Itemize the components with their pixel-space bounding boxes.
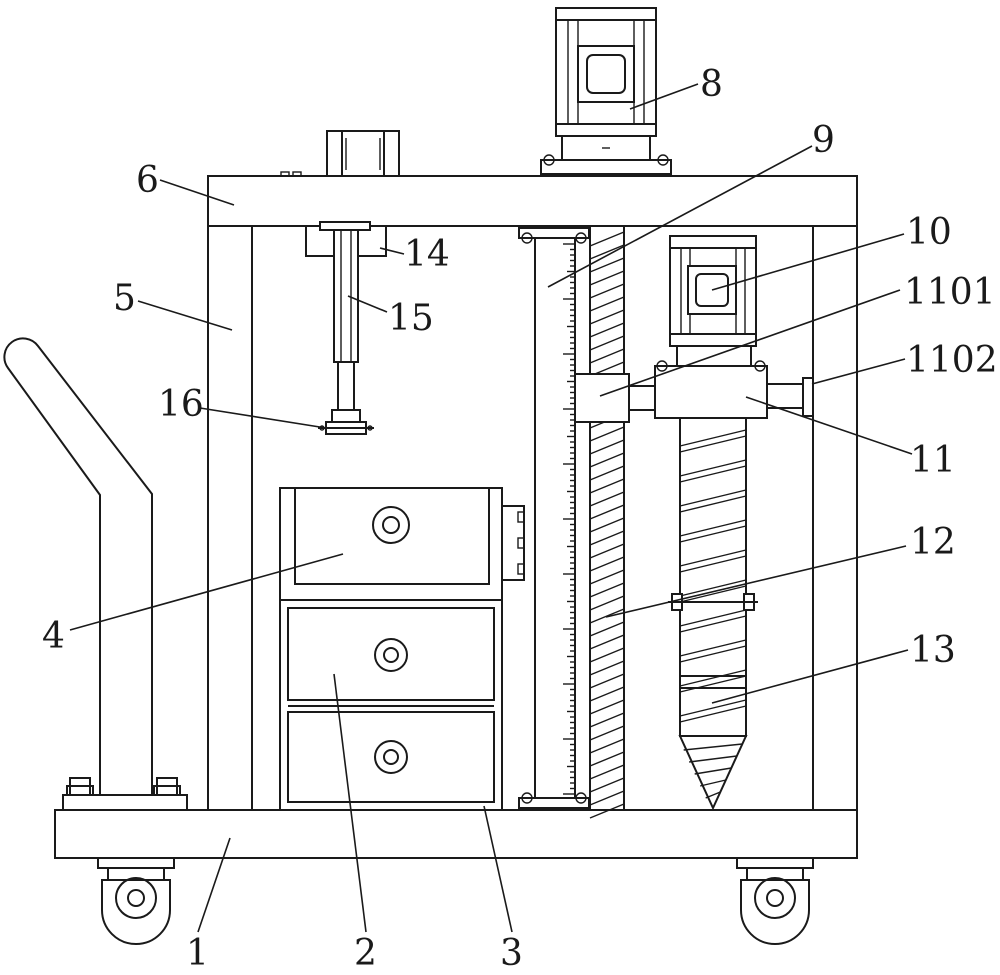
guide-rail — [519, 228, 589, 808]
base-plate — [55, 810, 857, 858]
label-1101: 1101 — [904, 272, 996, 313]
cylinder-assembly — [306, 222, 386, 434]
left-wheel — [98, 858, 174, 944]
label-10: 10 — [906, 212, 952, 253]
storage-cabinet — [280, 488, 524, 810]
top-beam — [208, 172, 857, 226]
label-6: 6 — [136, 160, 159, 201]
label-12: 12 — [910, 522, 956, 563]
label-8: 8 — [700, 64, 723, 105]
label-14: 14 — [404, 234, 450, 275]
label-1102: 1102 — [906, 340, 998, 381]
auger-drill — [668, 418, 758, 808]
label-16: 16 — [158, 384, 204, 425]
label-4: 4 — [42, 616, 65, 657]
label-2: 2 — [354, 933, 377, 974]
right-wheel — [737, 858, 813, 944]
drill-motor — [670, 236, 756, 366]
label-1: 1 — [186, 933, 209, 974]
label-5: 5 — [113, 278, 136, 319]
left-column — [208, 226, 252, 810]
label-15: 15 — [388, 298, 434, 339]
label-11: 11 — [910, 440, 956, 481]
top-mount-box — [327, 131, 399, 176]
label-9: 9 — [812, 120, 835, 161]
top-motor — [541, 8, 671, 174]
label-3: 3 — [500, 933, 523, 974]
label-13: 13 — [910, 630, 956, 671]
lead-screw — [590, 226, 624, 818]
